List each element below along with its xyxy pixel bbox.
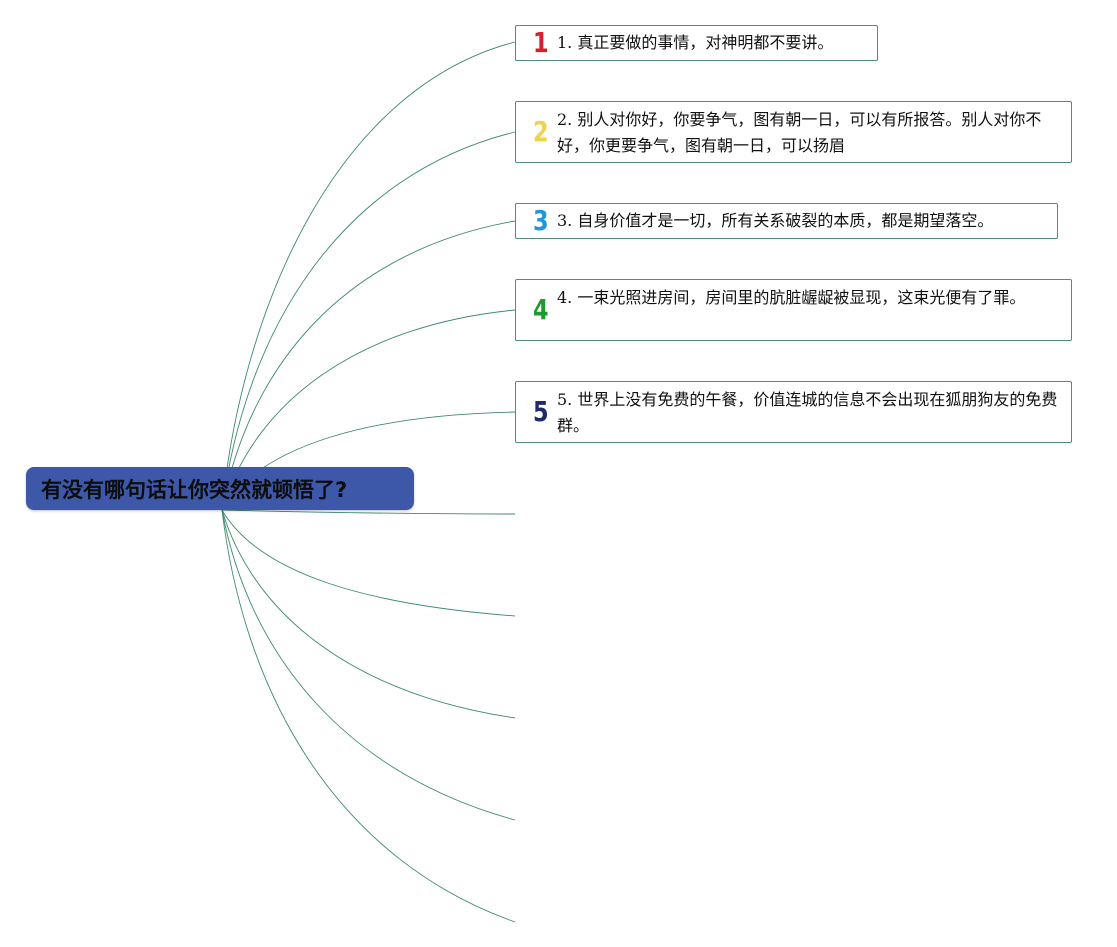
topic-text-3: 3. 自身价值才是一切，所有关系破裂的本质，都是期望落空。 bbox=[557, 211, 994, 230]
topic-node-4[interactable]: 4 4. 一束光照进房间，房间里的肮脏龌龊被显现，这束光便有了罪。 bbox=[515, 279, 1072, 341]
topic-node-5[interactable]: 5 5. 世界上没有免费的午餐，价值连城的信息不会出现在狐朋狗友的免费群。 bbox=[515, 381, 1072, 443]
connector-line bbox=[221, 509, 516, 719]
topic-text-5: 5. 世界上没有免费的午餐，价值连城的信息不会出现在狐朋狗友的免费群。 bbox=[557, 390, 1058, 435]
topic-node-3[interactable]: 3 3. 自身价值才是一切，所有关系破裂的本质，都是期望落空。 bbox=[515, 203, 1058, 239]
connector-line bbox=[221, 509, 516, 821]
number-badge-4: 4 bbox=[533, 293, 549, 326]
connector-line bbox=[221, 41, 516, 511]
number-badge-3: 3 bbox=[533, 204, 549, 237]
topic-text-1: 1. 真正要做的事情，对神明都不要讲。 bbox=[557, 33, 834, 52]
number-badge-2: 2 bbox=[533, 115, 549, 148]
connector-line bbox=[221, 509, 516, 923]
topic-text-2: 2. 别人对你好，你要争气，图有朝一日，可以有所报答。别人对你不好，你更要争气，… bbox=[557, 110, 1042, 155]
topic-node-1[interactable]: 1 1. 真正要做的事情，对神明都不要讲。 bbox=[515, 25, 878, 61]
connector-line bbox=[221, 509, 516, 617]
number-badge-1: 1 bbox=[533, 26, 549, 59]
central-topic-text: 有没有哪句话让你突然就顿悟了? bbox=[41, 477, 348, 502]
number-badge-5: 5 bbox=[533, 395, 549, 428]
topic-text-4: 4. 一束光照进房间，房间里的肮脏龌龊被显现，这束光便有了罪。 bbox=[557, 288, 1026, 307]
connector-line bbox=[221, 220, 516, 511]
topic-node-2[interactable]: 2 2. 别人对你好，你要争气，图有朝一日，可以有所报答。别人对你不好，你更要争… bbox=[515, 101, 1072, 163]
connector-line bbox=[221, 131, 516, 511]
connector-line bbox=[221, 509, 516, 515]
central-topic[interactable]: 有没有哪句话让你突然就顿悟了? bbox=[26, 467, 414, 510]
